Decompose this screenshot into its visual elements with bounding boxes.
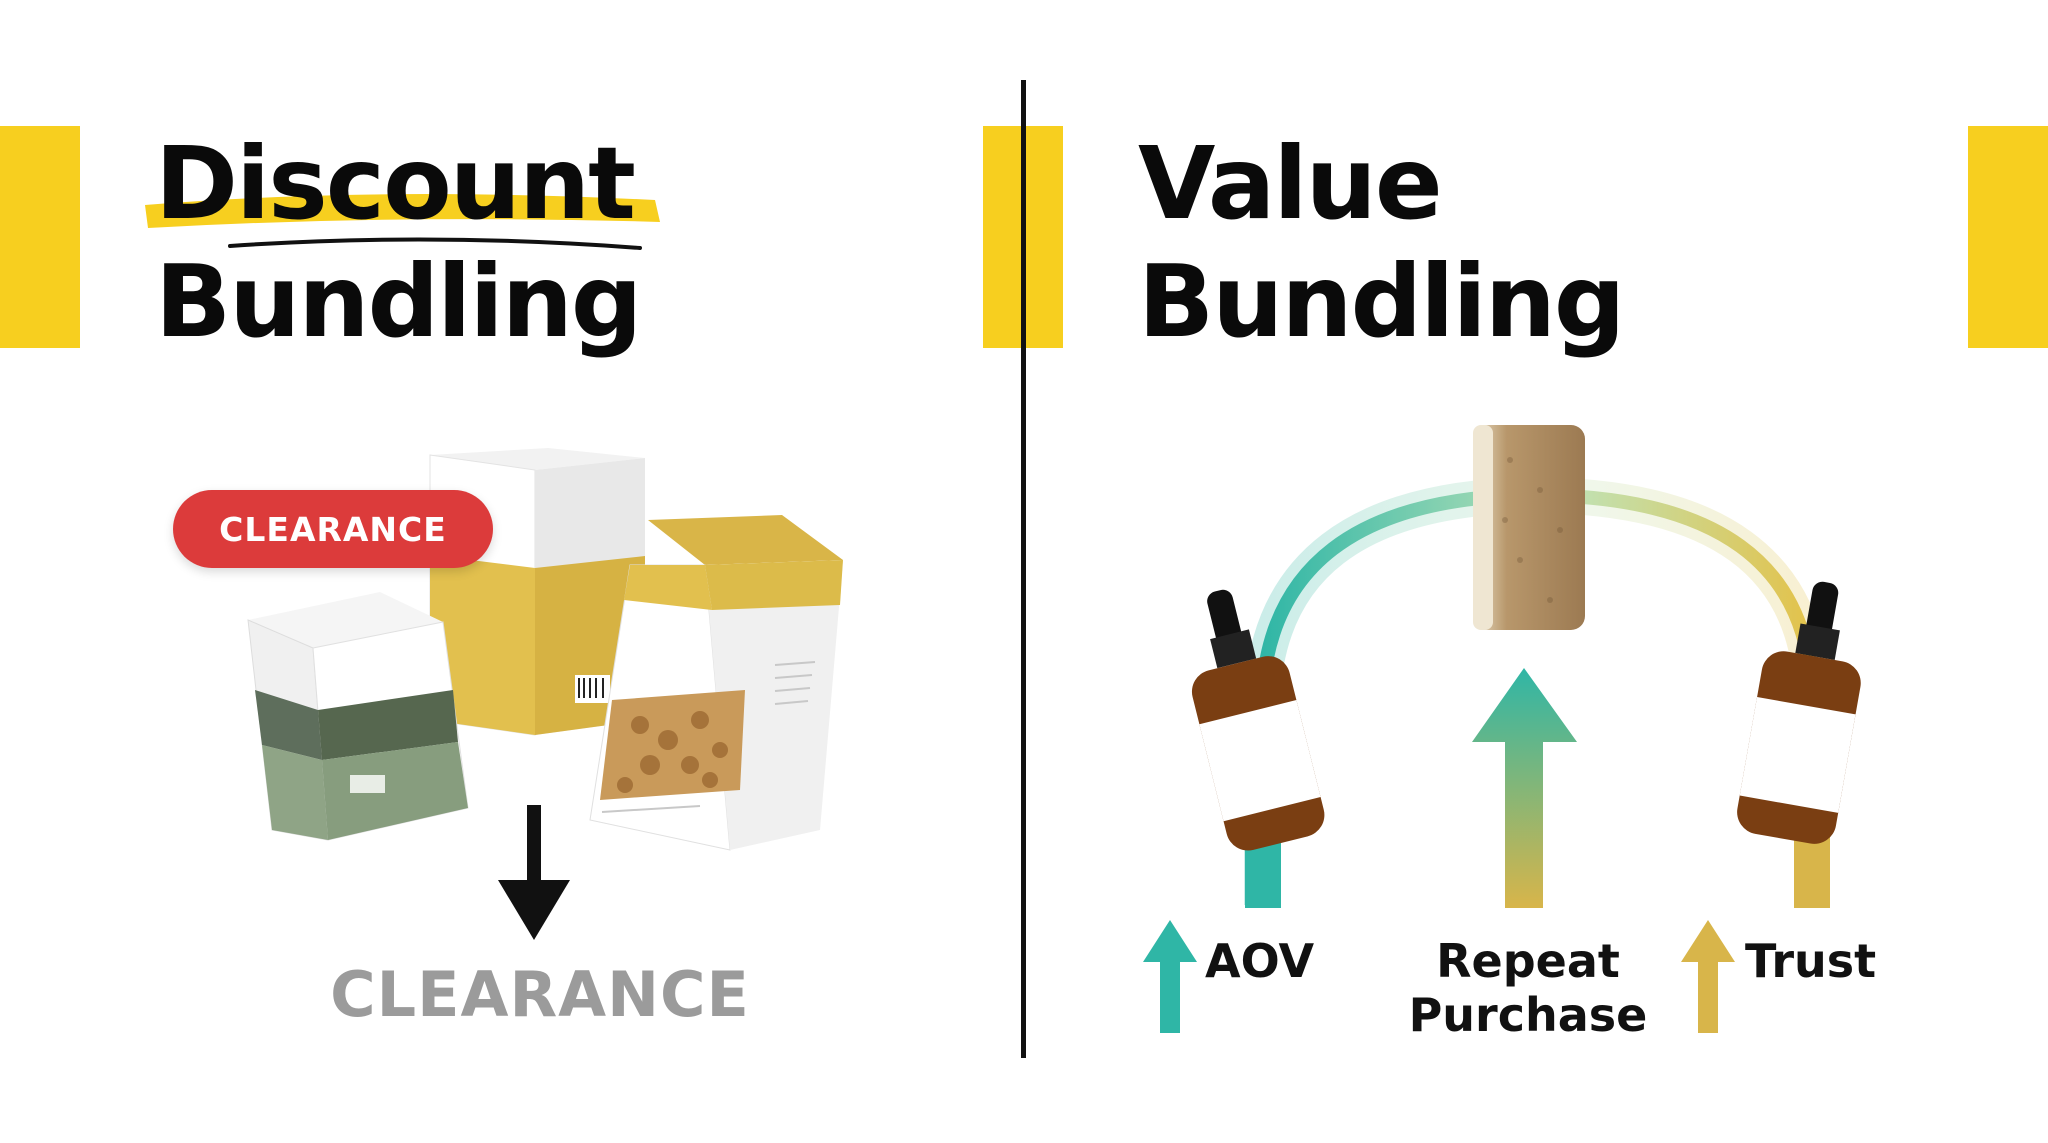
- left-title-line2: Bundling: [155, 243, 643, 360]
- down-arrow-icon: [498, 805, 570, 940]
- aov-up-arrow-icon: [1143, 920, 1197, 1033]
- front-box-icon: [247, 592, 469, 841]
- right-title-line1: Value: [1138, 125, 1443, 242]
- right-title-line2: Bundling: [1138, 243, 1626, 360]
- metric-repeat-line1: Repeat: [1436, 934, 1620, 988]
- right-title: Value Bundling: [1138, 125, 1626, 361]
- clearance-label: CLEARANCE: [330, 958, 750, 1031]
- metric-repeat-purchase: Repeat Purchase: [1403, 934, 1653, 1042]
- left-title: Discount Bundling: [155, 125, 643, 361]
- dropper-bottle-right-icon: [1737, 581, 1861, 844]
- clearance-tag: CLEARANCE: [173, 490, 493, 568]
- left-accent-bar: [0, 126, 80, 348]
- leaning-box-icon: [589, 515, 843, 851]
- left-title-line1: Discount: [155, 125, 636, 242]
- panel-divider: [1021, 80, 1026, 1058]
- repeat-purchase-up-arrow-icon: [1472, 668, 1577, 908]
- sponge-icon: [1473, 425, 1585, 630]
- trust-up-arrow-icon: [1681, 920, 1735, 1033]
- right-accent-bar: [1968, 126, 2048, 348]
- metric-aov: AOV: [1205, 934, 1315, 988]
- metric-repeat-line2: Purchase: [1408, 988, 1648, 1042]
- metric-trust: Trust: [1745, 934, 1877, 988]
- dropper-bottle-left-icon: [1191, 589, 1325, 851]
